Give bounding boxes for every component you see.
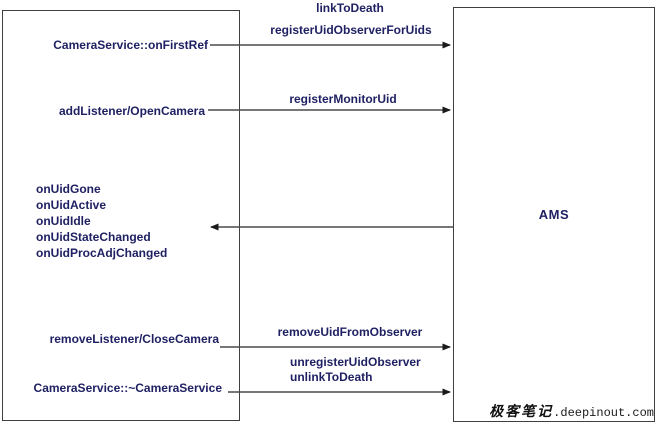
- ams-label: AMS: [538, 207, 570, 222]
- add-listener-label: addListener/OpenCamera: [58, 104, 205, 118]
- link-to-death-label: linkToDeath: [316, 1, 384, 15]
- ams-lifeline-box: AMS: [453, 7, 655, 422]
- unlink-to-death-label: unlinkToDeath: [290, 370, 373, 384]
- callback-label: onUidIdle: [36, 214, 91, 228]
- register-uid-observer-for-uids-label: registerUidObserverForUids: [270, 23, 432, 37]
- callback-label: onUidActive: [36, 198, 107, 212]
- uid-callback-list: onUidGone onUidActive onUidIdle onUidSta…: [36, 181, 167, 261]
- callback-label: onUidStateChanged: [36, 230, 151, 244]
- watermark-brand-cn: 极客笔记: [489, 404, 554, 420]
- register-monitor-uid-label: registerMonitorUid: [289, 92, 397, 106]
- callback-label: onUidGone: [36, 182, 101, 196]
- remove-uid-from-observer-label: removeUidFromObserver: [277, 325, 423, 339]
- destructor-label: CameraService::~CameraService: [33, 381, 222, 395]
- callback-label: onUidProcAdjChanged: [36, 246, 168, 260]
- watermark: 极客笔记.deepinout.com: [489, 401, 654, 421]
- on-first-ref-label: CameraService::onFirstRef: [53, 38, 208, 52]
- unregister-uid-observer-label: unregisterUidObserver: [290, 355, 421, 369]
- watermark-domain: .deepinout.com: [553, 406, 654, 420]
- cameraservice-lifeline-box: [2, 10, 240, 421]
- remove-listener-label: removeListener/CloseCamera: [49, 332, 219, 346]
